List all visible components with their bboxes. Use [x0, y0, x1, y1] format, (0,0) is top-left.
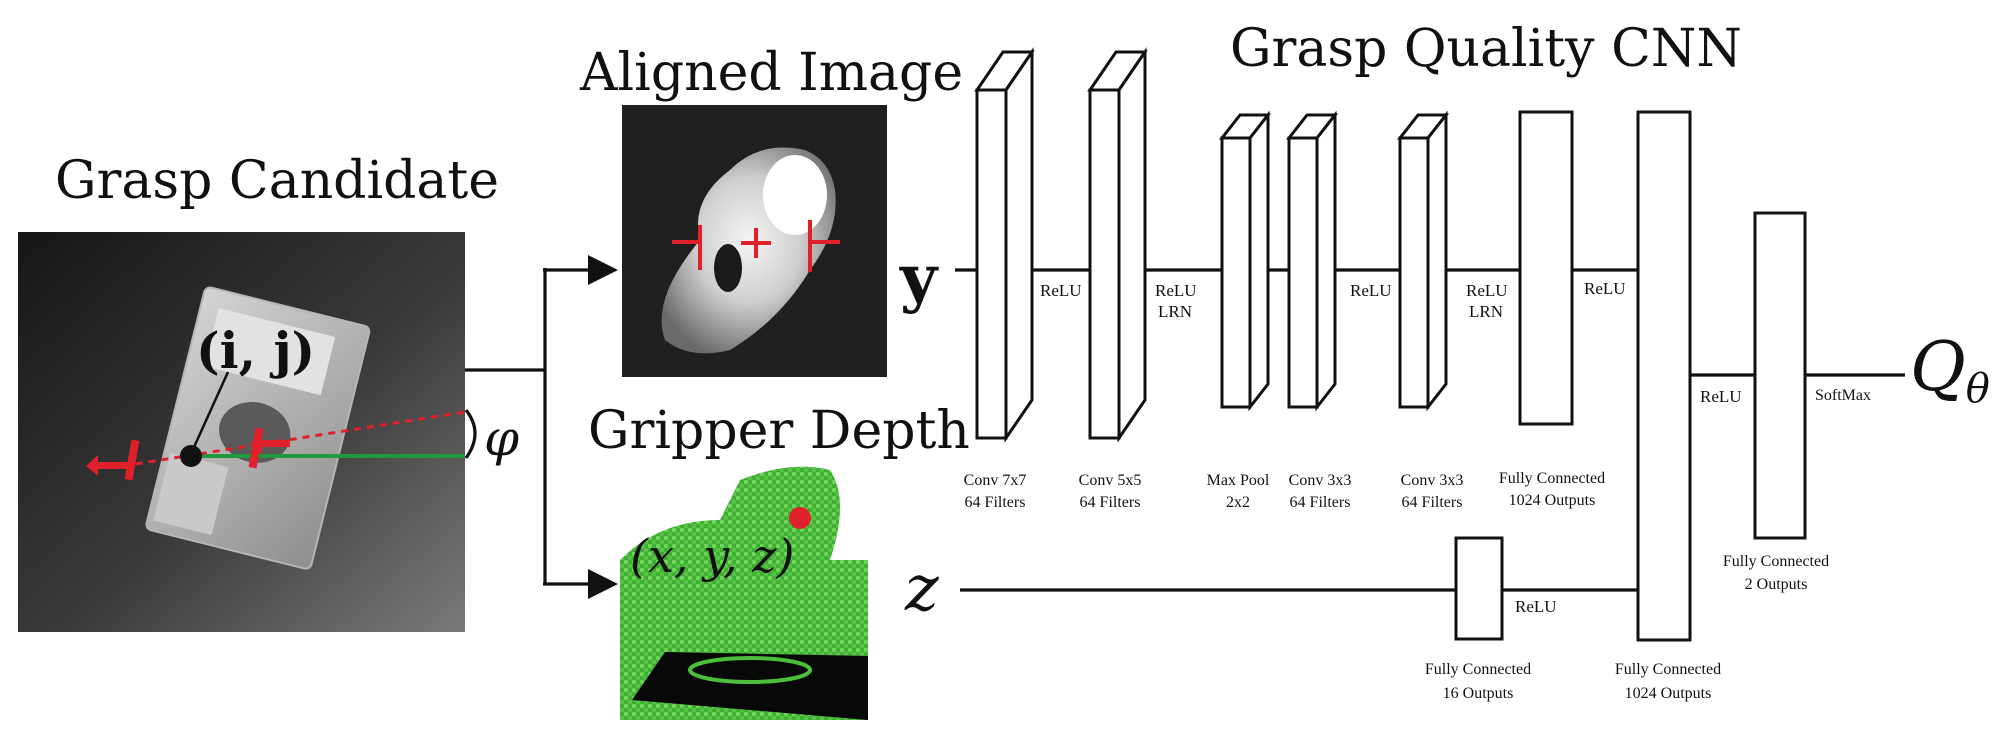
angle-arc — [464, 409, 477, 459]
conv4-block — [1396, 110, 1450, 412]
pool-block — [1218, 110, 1272, 412]
output-subscript: θ — [1966, 366, 1990, 412]
conv2-block — [1087, 47, 1148, 443]
fc3-caption-line2: 2 Outputs — [1745, 576, 1808, 593]
activation-relu-4: ReLU — [1466, 281, 1508, 300]
gripper-depth-image — [620, 466, 868, 720]
input-z-label: z — [904, 552, 940, 626]
fc1-caption-line1: Fully Connected — [1499, 470, 1605, 487]
fc2-caption-line2: 1024 Outputs — [1625, 685, 1712, 702]
grasp-candidate-title: Grasp Candidate — [55, 151, 499, 211]
conv3-block — [1285, 110, 1339, 412]
conv3-caption-line2: 64 Filters — [1290, 494, 1351, 511]
activation-relu-7: ReLU — [1515, 597, 1557, 616]
conv2-caption-line1: Conv 5x5 — [1079, 472, 1142, 489]
gripper-depth-title: Gripper Depth — [588, 401, 970, 461]
grasp-candidate-image — [18, 232, 466, 632]
aligned-image — [622, 105, 887, 377]
fcz-caption-line1: Fully Connected — [1425, 661, 1531, 678]
activation-lrn-2: LRN — [1158, 302, 1192, 321]
activation-relu-2: ReLU — [1155, 281, 1197, 300]
conv1-block — [974, 47, 1035, 443]
angle-symbol: φ — [484, 409, 519, 467]
pool-caption-line1: Max Pool — [1207, 472, 1270, 489]
conv2-caption-line2: 64 Filters — [1080, 494, 1141, 511]
branch-connector — [465, 255, 618, 599]
fc1-block — [1518, 110, 1574, 426]
fc2-caption-line1: Fully Connected — [1615, 661, 1721, 678]
grasp-center-dot — [180, 445, 202, 467]
activation-relu-5: ReLU — [1584, 279, 1626, 298]
signal-lines — [955, 268, 1905, 592]
activation-relu-1: ReLU — [1040, 281, 1082, 300]
right-gripper-marker — [248, 427, 290, 469]
conv1-caption-line1: Conv 7x7 — [964, 472, 1027, 489]
grasp-axis-dashed — [109, 410, 466, 470]
activation-relu-6: ReLU — [1700, 387, 1742, 406]
input-y-label: y — [899, 241, 939, 316]
activation-softmax: SoftMax — [1815, 387, 1871, 404]
layer-captions: Conv 7x7 64 Filters Conv 5x5 64 Filters … — [964, 470, 1829, 702]
network-title: Grasp Quality CNN — [1230, 19, 1742, 79]
activation-relu-3: ReLU — [1350, 281, 1392, 300]
pool-caption-line2: 2x2 — [1226, 494, 1250, 511]
fcz-block — [1454, 536, 1504, 641]
depth-point-marker — [789, 507, 811, 529]
conv4-caption-line1: Conv 3x3 — [1401, 472, 1464, 489]
pointer-line — [188, 371, 230, 457]
aligned-gripper-markers — [672, 220, 840, 272]
conv4-caption-line2: 64 Filters — [1402, 494, 1463, 511]
fc1-caption-line2: 1024 Outputs — [1509, 492, 1596, 509]
conv1-caption-line2: 64 Filters — [965, 494, 1026, 511]
aligned-image-title: Aligned Image — [579, 43, 963, 103]
fc3-caption-line1: Fully Connected — [1723, 553, 1829, 570]
fc3-block — [1753, 211, 1807, 540]
fcz-caption-line2: 16 Outputs — [1443, 685, 1514, 702]
pixel-coordinate-label: (i, j) — [196, 321, 315, 380]
conv3-caption-line1: Conv 3x3 — [1289, 472, 1352, 489]
fc2-block — [1636, 110, 1692, 642]
left-gripper-marker — [86, 439, 140, 481]
output-q-label: Qθ — [1910, 328, 1990, 412]
point-coordinate-label: (x, y, z) — [630, 529, 794, 583]
activation-lrn-4: LRN — [1469, 302, 1503, 321]
